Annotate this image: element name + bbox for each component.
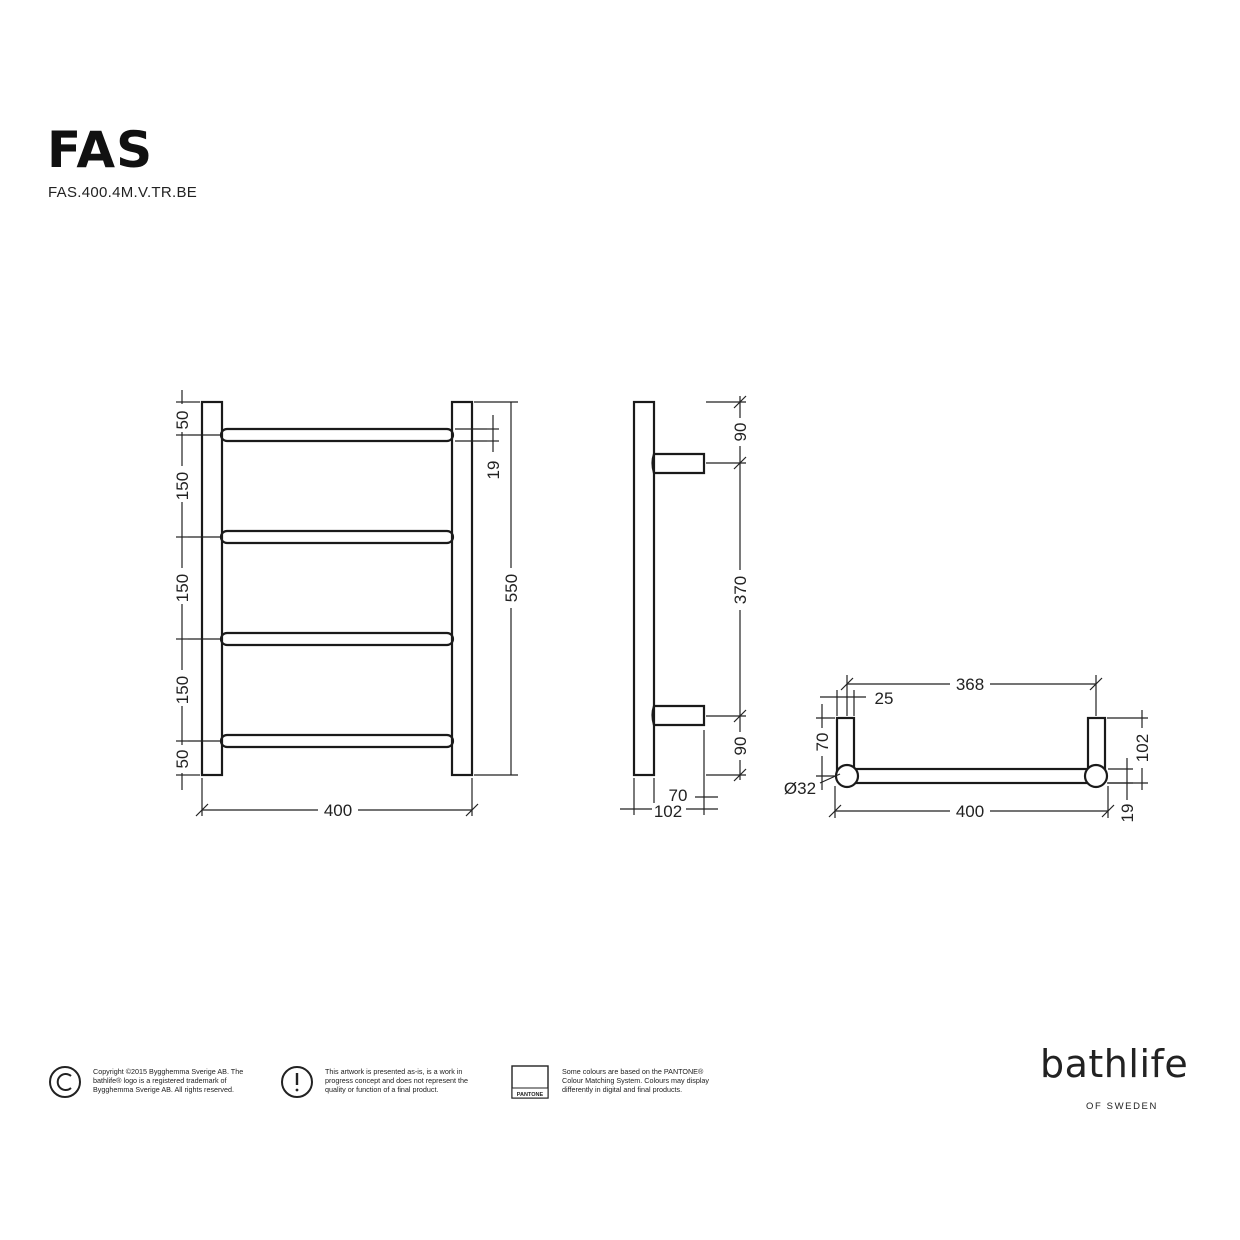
copyright-note: Copyright ©2015 Bygghemma Sverige AB. Th…: [93, 1067, 244, 1094]
front-view: [200, 400, 474, 777]
dim-overall-height: 550: [502, 574, 521, 602]
dim-top-rail-diameter: 19: [1118, 804, 1137, 823]
dim-top-total-depth: 102: [1133, 734, 1152, 762]
product-title: FAS: [47, 121, 154, 179]
right-mount-circle: [1083, 763, 1109, 789]
dim-top-bracket-depth: 70: [813, 733, 832, 752]
left-mount-circle: [834, 763, 860, 789]
brand-tagline: OF SWEDEN: [1086, 1101, 1158, 1112]
dim-center-width: 368: [956, 675, 984, 694]
dim-rail-spacing-2: 150: [173, 574, 192, 602]
copyright-icon: [49, 1066, 81, 1098]
top-bracket: [651, 452, 706, 475]
dim-overall-width: 400: [324, 801, 352, 820]
disclaimer-note: This artwork is presented as-is, is a wo…: [325, 1067, 469, 1094]
front-dimension-lines: [176, 390, 518, 817]
front-dimension-labels: 50 150 150 150 50 19 550 400: [172, 404, 521, 820]
exclamation-icon: [281, 1066, 313, 1098]
dim-total-depth: 102: [654, 802, 682, 821]
pantone-icon: PANTONE: [511, 1065, 549, 1099]
top-view: [834, 716, 1109, 789]
dim-top-offset: 50: [173, 411, 192, 430]
dim-side-bottom-offset: 90: [731, 737, 750, 756]
product-code: FAS.400.4M.V.TR.BE: [48, 184, 198, 201]
dim-rail-spacing-3: 150: [173, 676, 192, 704]
rail-2: [219, 529, 455, 545]
pantone-label: PANTONE: [517, 1092, 544, 1098]
rail-1: [219, 427, 455, 443]
side-upright: [632, 400, 656, 777]
bottom-bracket: [651, 704, 706, 727]
top-dimension-lines: [816, 675, 1148, 822]
right-upright: [450, 400, 474, 777]
side-dimension-labels: 90 370 90 70 102: [652, 418, 750, 821]
dim-bracket-spacing: 370: [731, 576, 750, 604]
dim-mount-diameter: Ø32: [784, 779, 816, 798]
dim-side-top-offset: 90: [731, 423, 750, 442]
dim-rail-width: 25: [875, 689, 894, 708]
dim-bottom-offset: 50: [173, 750, 192, 769]
dim-top-width: 400: [956, 802, 984, 821]
rail-3: [219, 631, 455, 647]
brand-logo: bathlife: [1040, 1042, 1189, 1086]
top-rail: [846, 767, 1098, 785]
dim-rail-spacing-1: 150: [173, 472, 192, 500]
rail-4: [219, 733, 455, 749]
pantone-note: Some colours are based on the PANTONE® C…: [562, 1067, 709, 1094]
side-view: [632, 400, 706, 777]
dim-bracket-depth: 70: [669, 786, 688, 805]
dim-rail-diameter: 19: [484, 461, 503, 480]
left-upright: [200, 400, 224, 777]
top-dimension-labels: 368 25 70 Ø32 102 19 400: [784, 674, 1152, 826]
side-dimension-lines: [620, 395, 747, 815]
